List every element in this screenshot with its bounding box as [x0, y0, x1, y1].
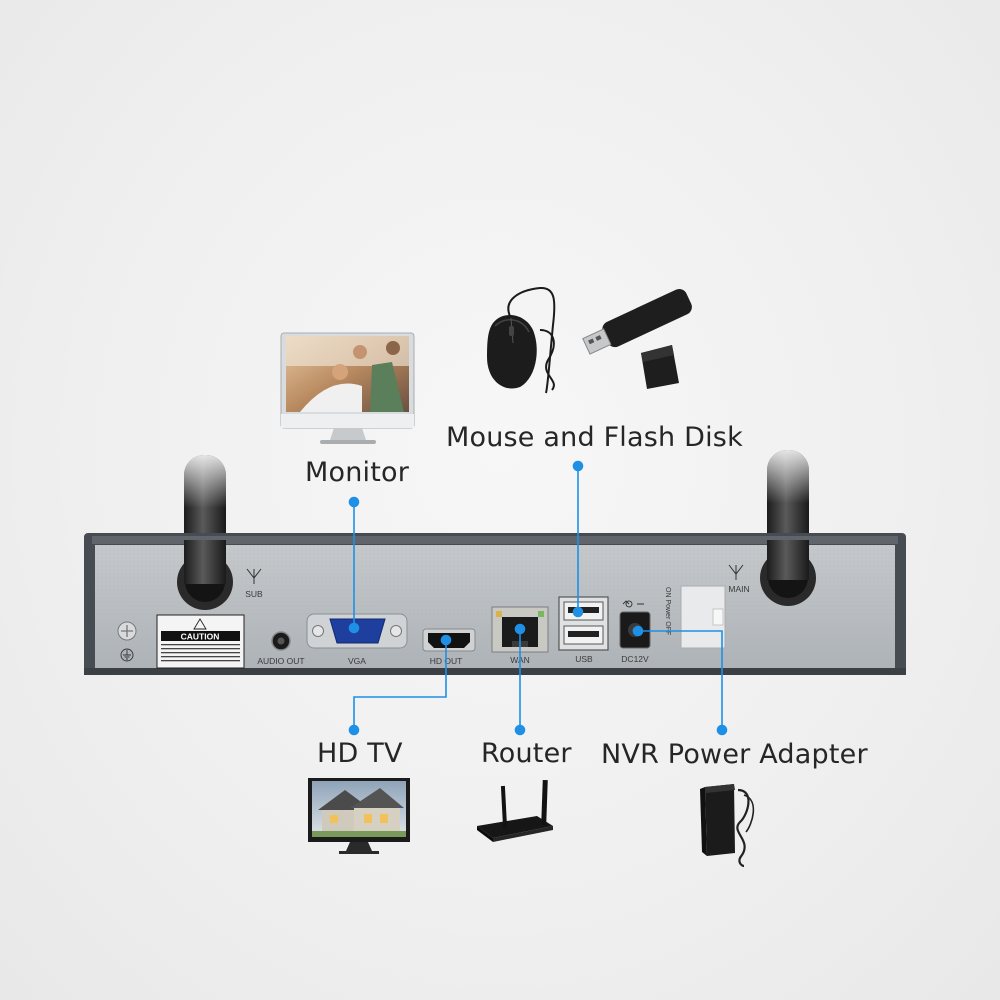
- main-antenna-label: MAIN: [728, 584, 749, 594]
- router-device: [477, 779, 553, 842]
- connector-power: [638, 630, 723, 730]
- connector-dot-monitor-top: [348, 496, 360, 508]
- usb-label: USB: [575, 654, 593, 664]
- connector-dot-router-bottom: [514, 724, 526, 736]
- power-switch-label: ON Power OFF: [664, 587, 671, 635]
- mouse-device: [487, 286, 556, 394]
- connector-dot-wan: [514, 623, 526, 635]
- hdtv-device: [308, 778, 410, 854]
- connector-lines: [348, 460, 728, 736]
- nvr-rear-panel: SUB MAIN AUDIO OUT VGA HD OUT WAN USB DC…: [84, 533, 906, 675]
- caution-title: CAUTION: [181, 632, 220, 642]
- power-adapter-device: [700, 784, 755, 868]
- caution-label: [156, 614, 245, 669]
- connector-dot-power-bottom: [716, 724, 728, 736]
- audio-out-label: AUDIO OUT: [257, 656, 304, 666]
- flash-disk-device: [582, 288, 692, 389]
- monitor-device: [280, 332, 415, 444]
- vga-label: VGA: [348, 656, 366, 666]
- connector-dot-hdmi: [440, 634, 452, 646]
- mouse-flash-label: Mouse and Flash Disk: [446, 422, 743, 453]
- connector-hdtv: [353, 640, 447, 730]
- sub-antenna-label: SUB: [245, 589, 263, 599]
- connector-dot-usb: [572, 606, 584, 618]
- router-label: Router: [481, 738, 572, 769]
- ground-icon: [120, 648, 134, 662]
- connector-dot-usb-top: [572, 460, 584, 472]
- dc12v-label: DC12V: [621, 654, 649, 664]
- monitor-label: Monitor: [305, 457, 410, 488]
- connector-dot-dc: [632, 625, 644, 637]
- audio-out-port[interactable]: [271, 631, 291, 651]
- usb-ports[interactable]: [558, 596, 609, 651]
- connector-dot-hdtv-bottom: [348, 724, 360, 736]
- hdtv-label: HD TV: [317, 738, 403, 769]
- power-switch[interactable]: [680, 585, 726, 649]
- connector-dot-vga: [348, 622, 360, 634]
- power-adapter-label: NVR Power Adapter: [601, 739, 868, 770]
